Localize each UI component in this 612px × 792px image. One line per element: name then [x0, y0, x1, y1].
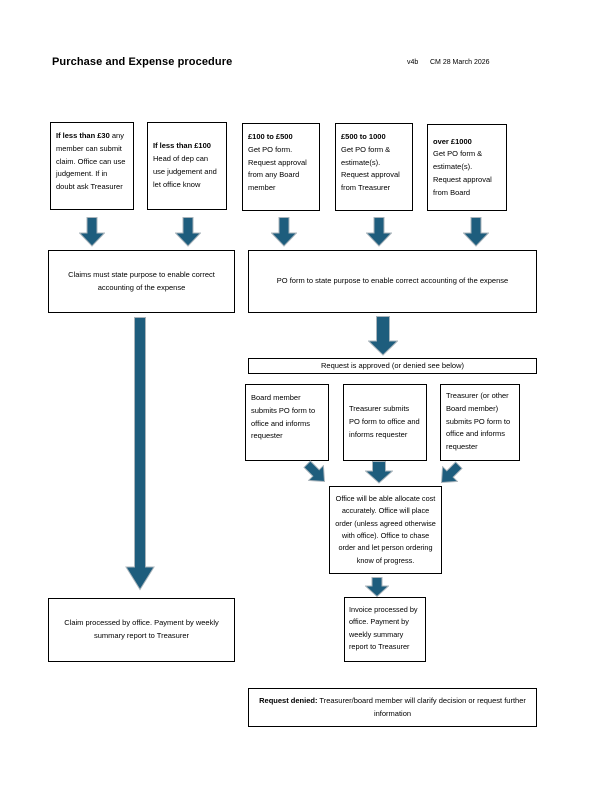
down-left-arrow-icon [433, 457, 467, 491]
threshold-lead: over £1000 [433, 136, 472, 146]
down-arrow-icon [365, 577, 389, 597]
threshold-text: Get PO form & estimate(s). Request appro… [341, 144, 400, 193]
threshold-box-under-30: If less than £30 any member can submit c… [50, 122, 134, 210]
down-arrow-icon [365, 461, 393, 484]
treasurer-submits-box: Treasurer submits PO form to office and … [343, 384, 427, 461]
threshold-text: Get PO form & estimate(s). Request appro… [433, 149, 492, 197]
version-label: v4b [407, 59, 419, 66]
request-approved-text: Request is approved (or denied see below… [320, 360, 464, 370]
invoice-processed-text: Invoice processed by office. Payment by … [349, 605, 418, 652]
down-arrow-icon [368, 316, 398, 356]
treasurer-or-board-submits-box: Treasurer (or other Board member) submit… [440, 384, 520, 461]
claim-processed-text: Claim processed by office. Payment by we… [64, 618, 219, 640]
revision-label: CM 28 March 2026 [430, 59, 490, 66]
po-purpose-box: PO form to state purpose to enable corre… [248, 250, 537, 313]
claims-purpose-text: Claims must state purpose to enable corr… [68, 269, 215, 292]
long-down-arrow-icon [125, 317, 155, 591]
po-purpose-text: PO form to state purpose to enable corre… [276, 276, 509, 286]
request-denied-text: Treasurer/board member will clarify deci… [317, 695, 526, 718]
threshold-lead: £500 to 1000 [341, 132, 386, 141]
claim-processed-box: Claim processed by office. Payment by we… [48, 598, 235, 662]
request-denied-box: Request denied: Treasurer/board member w… [248, 688, 537, 727]
submit-text: Treasurer (or other Board member) submit… [446, 391, 511, 452]
threshold-text: Get PO form. Request approval from any B… [248, 144, 307, 193]
request-denied-lead: Request denied: [259, 695, 318, 705]
threshold-lead: £100 to £500 [248, 132, 293, 141]
page-title: Purchase and Expense procedure [52, 56, 233, 68]
office-allocation-text: Office will be able allocate cost accura… [335, 493, 436, 565]
down-arrow-icon [366, 217, 392, 247]
submit-text: Board member submits PO form to office a… [251, 393, 316, 441]
board-member-submits-box: Board member submits PO form to office a… [245, 384, 329, 461]
threshold-text: any member can submit claim. Office can … [56, 131, 126, 192]
claims-purpose-box: Claims must state purpose to enable corr… [48, 250, 235, 313]
office-allocation-box: Office will be able allocate cost accura… [329, 486, 442, 574]
down-arrow-icon [463, 217, 489, 247]
threshold-text: Head of dep can use judgement and let of… [153, 154, 217, 189]
invoice-processed-box: Invoice processed by office. Payment by … [344, 597, 426, 662]
request-approved-bar: Request is approved (or denied see below… [248, 358, 537, 374]
down-arrow-icon [175, 217, 201, 247]
submit-text: Treasurer submits PO form to office and … [349, 404, 420, 439]
threshold-lead: If less than £30 [56, 131, 110, 140]
down-arrow-icon [79, 217, 105, 247]
threshold-lead: If less than £100 [153, 141, 211, 151]
down-arrow-icon [271, 217, 297, 247]
down-right-arrow-icon [299, 456, 333, 490]
